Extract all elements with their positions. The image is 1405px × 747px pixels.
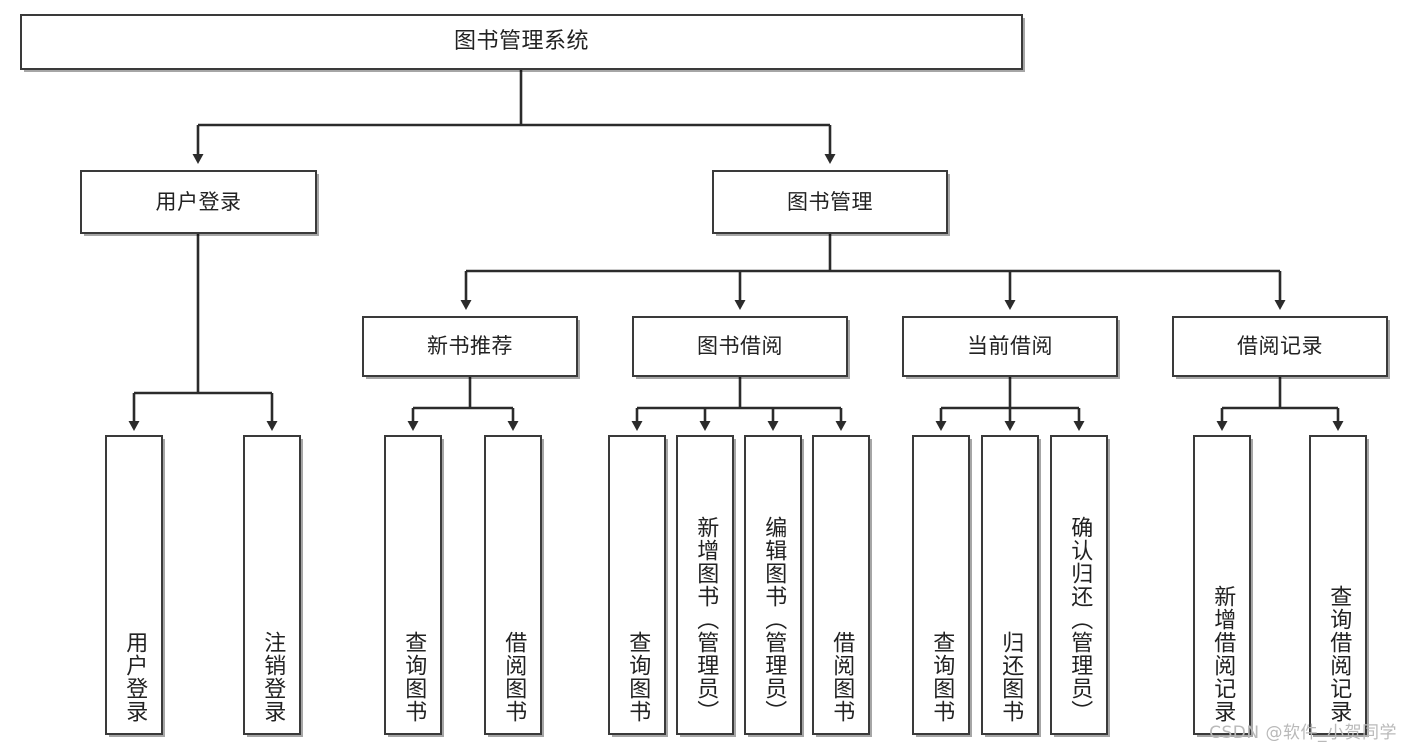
node-label: 查询图书 bbox=[401, 631, 427, 723]
node-label: 确认归还（管理员） bbox=[1067, 516, 1093, 723]
node-user-login[interactable]: 用户登录 bbox=[80, 170, 317, 234]
leaf-cb-confirm-return[interactable]: 确认归还（管理员） bbox=[1050, 435, 1108, 735]
node-label: 用户登录 bbox=[122, 631, 148, 723]
leaf-br-add-record[interactable]: 新增借阅记录 bbox=[1193, 435, 1251, 735]
node-label: 借阅记录 bbox=[1237, 334, 1323, 359]
leaf-rec-query-book[interactable]: 查询图书 bbox=[384, 435, 442, 735]
leaf-login-user[interactable]: 用户登录 bbox=[105, 435, 163, 735]
node-label: 用户登录 bbox=[155, 189, 242, 214]
node-current-borrowing[interactable]: 当前借阅 bbox=[902, 316, 1118, 377]
leaf-cb-return-book[interactable]: 归还图书 bbox=[981, 435, 1039, 735]
node-label: 归还图书 bbox=[998, 631, 1024, 723]
node-label: 查询图书 bbox=[929, 631, 955, 723]
leaf-cb-query-book[interactable]: 查询图书 bbox=[912, 435, 970, 735]
node-book-borrowing[interactable]: 图书借阅 bbox=[632, 316, 848, 377]
node-label: 查询借阅记录 bbox=[1326, 585, 1352, 723]
node-book-management[interactable]: 图书管理 bbox=[712, 170, 948, 234]
node-label: 新增图书（管理员） bbox=[693, 516, 719, 723]
node-label: 借阅图书 bbox=[501, 631, 527, 723]
node-label: 图书借阅 bbox=[697, 334, 783, 359]
node-label: 查询图书 bbox=[625, 631, 651, 723]
node-new-book-recommendation[interactable]: 新书推荐 bbox=[362, 316, 578, 377]
leaf-br-query-record[interactable]: 查询借阅记录 bbox=[1309, 435, 1367, 735]
node-root-book-management-system[interactable]: 图书管理系统 bbox=[20, 14, 1023, 70]
node-label: 图书管理系统 bbox=[453, 29, 589, 55]
node-borrowing-record[interactable]: 借阅记录 bbox=[1172, 316, 1388, 377]
node-label: 新增借阅记录 bbox=[1210, 585, 1236, 723]
leaf-bb-borrow-book[interactable]: 借阅图书 bbox=[812, 435, 870, 735]
leaf-bb-edit-book[interactable]: 编辑图书（管理员） bbox=[744, 435, 802, 735]
node-label: 借阅图书 bbox=[829, 631, 855, 723]
node-label: 图书管理 bbox=[787, 189, 873, 214]
node-label: 当前借阅 bbox=[967, 334, 1053, 359]
leaf-bb-query-book[interactable]: 查询图书 bbox=[608, 435, 666, 735]
leaf-bb-add-book[interactable]: 新增图书（管理员） bbox=[676, 435, 734, 735]
node-label: 新书推荐 bbox=[427, 334, 513, 359]
csdn-watermark: CSDN @软件_小贺同学 bbox=[1209, 723, 1397, 743]
leaf-rec-borrow-book[interactable]: 借阅图书 bbox=[484, 435, 542, 735]
leaf-logout-user[interactable]: 注销登录 bbox=[243, 435, 301, 735]
node-label: 编辑图书（管理员） bbox=[761, 516, 787, 723]
node-label: 注销登录 bbox=[260, 631, 286, 723]
